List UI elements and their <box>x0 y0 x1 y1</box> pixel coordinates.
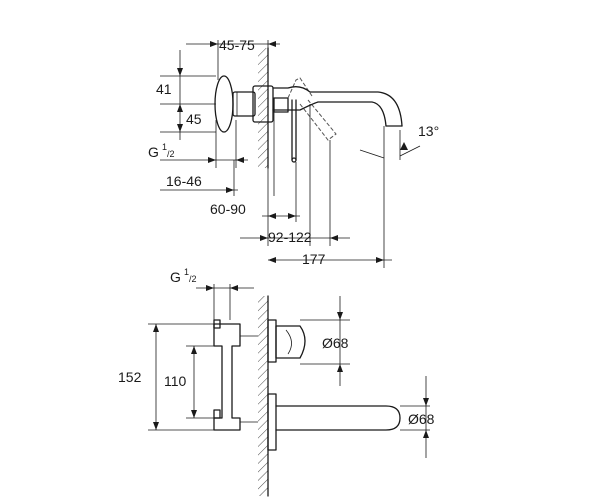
dia-68-spout-label: Ø68 <box>408 411 435 427</box>
dimensions-bottom <box>148 284 430 458</box>
dim-45-label: 45 <box>186 111 202 127</box>
dim-110-label: 110 <box>164 373 187 389</box>
dim-45-75-label: 45-75 <box>219 37 255 53</box>
lever-handle-side <box>273 77 337 163</box>
wall-section-top <box>258 47 269 169</box>
dim-60-90-label: 60-90 <box>210 201 246 217</box>
svg-text:G: G <box>170 269 181 285</box>
svg-text:1: 1 <box>184 267 189 277</box>
dia-68-lever-label: Ø68 <box>322 335 349 351</box>
svg-text:G: G <box>148 144 159 160</box>
svg-text:1: 1 <box>162 142 167 152</box>
concealed-body <box>213 319 258 431</box>
dim-16-46-label: 16-46 <box>166 173 202 189</box>
svg-text:/2: /2 <box>189 274 197 284</box>
dimensions-top <box>160 40 421 268</box>
svg-text:/2: /2 <box>167 149 175 159</box>
dim-41-label: 41 <box>156 81 172 97</box>
thread-label-top: G 1 /2 <box>148 142 175 160</box>
spout-side <box>272 86 403 160</box>
side-view: 45-75 41 45 G 1 /2 16-46 60-90 92-122 17… <box>148 37 439 268</box>
lever-rosette-front <box>267 319 306 363</box>
spout-front <box>267 393 401 451</box>
wall-section-bottom <box>258 295 269 497</box>
angle-13-label: 13° <box>418 123 439 139</box>
dim-152-label: 152 <box>118 369 142 385</box>
dim-177-label: 177 <box>302 251 326 267</box>
plan-view: G 1 /2 152 110 Ø68 Ø68 <box>118 267 435 497</box>
dim-92-122-label: 92-122 <box>268 229 312 245</box>
thread-label-bottom: G 1 /2 <box>170 267 197 285</box>
